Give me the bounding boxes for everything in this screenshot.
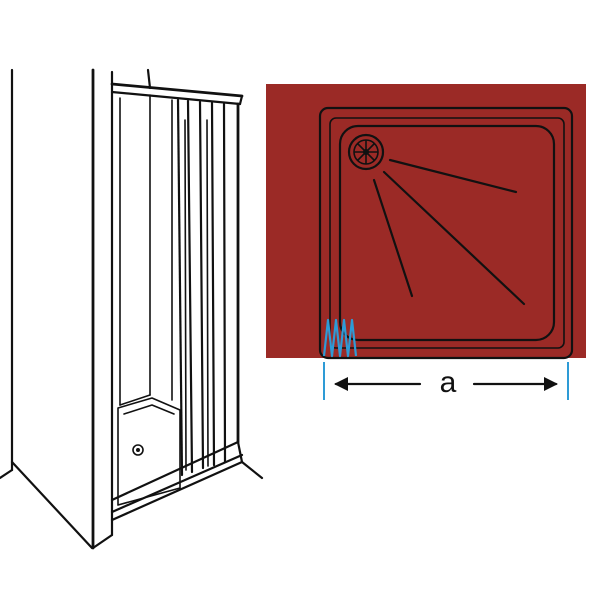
opening-floor-left xyxy=(119,394,151,406)
sill-end xyxy=(236,440,244,464)
door-panel-3 xyxy=(198,100,205,470)
top-rail-bottom xyxy=(110,90,242,106)
drain-center-dot xyxy=(136,448,140,452)
dimension-a: a xyxy=(323,362,569,400)
front-post-bottom xyxy=(91,533,114,550)
sill-bottom xyxy=(110,460,244,522)
sill-mid xyxy=(110,453,244,514)
top-rail-top xyxy=(110,82,244,98)
dimension-arrowhead-left xyxy=(334,377,348,391)
shower-tray-plan xyxy=(266,84,586,360)
floor-edge xyxy=(10,460,94,550)
dimension-label: a xyxy=(440,366,457,399)
door-crease-1 xyxy=(184,119,187,471)
slope-line-2 xyxy=(382,170,526,306)
drain-icon xyxy=(347,133,385,171)
tray-outer xyxy=(318,106,574,360)
sill-top xyxy=(110,440,240,502)
door-panel-5 xyxy=(222,102,227,464)
slope-line-1 xyxy=(388,158,518,194)
back-corner-top xyxy=(146,68,152,90)
shower-enclosure-perspective xyxy=(0,68,264,550)
floor-edge-right xyxy=(240,460,264,480)
wall-edge-left-foot xyxy=(0,468,14,480)
tray-perspective xyxy=(117,397,181,506)
door-panel-2 xyxy=(186,99,194,474)
slope-line-3 xyxy=(372,178,414,298)
door-crease-2 xyxy=(206,119,209,467)
tray-lip xyxy=(329,117,565,349)
tray-rim-inner xyxy=(123,404,175,415)
spring-seal-icon xyxy=(322,318,358,358)
door-panel-4 xyxy=(210,101,216,467)
dimension-arrowhead-right xyxy=(544,377,558,391)
tray-basin xyxy=(338,124,556,342)
top-rail-end xyxy=(238,94,244,106)
door-panel-1 xyxy=(176,98,184,477)
drain-perspective-icon xyxy=(132,444,144,456)
